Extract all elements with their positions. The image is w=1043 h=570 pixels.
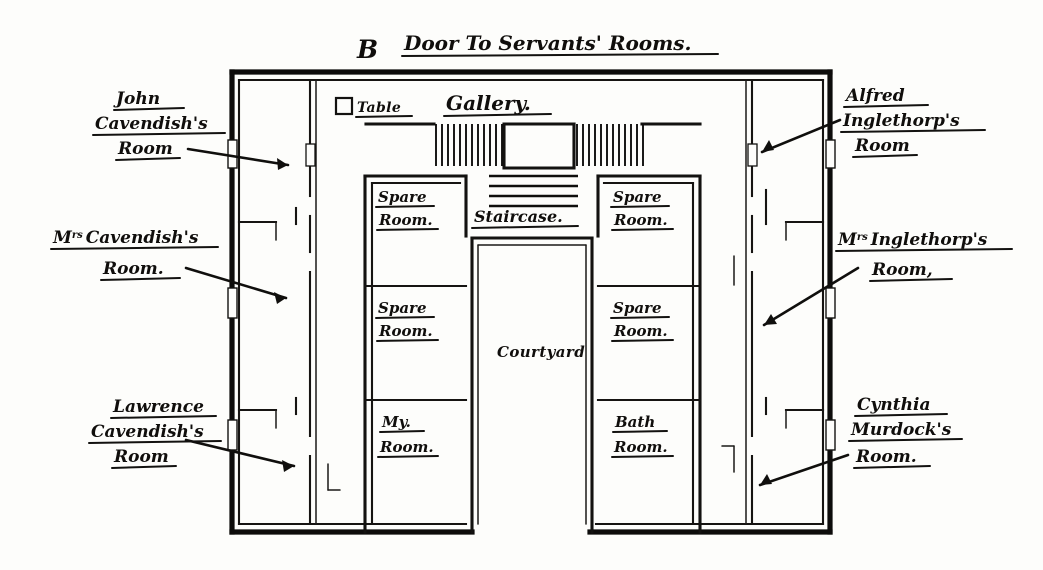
arrow-mrs-inglethorp: [762, 266, 860, 327]
courtyard-label: Courtyard: [497, 343, 585, 361]
room-label-line2: Room,: [871, 260, 933, 280]
mrs-prefix: M: [52, 228, 73, 248]
servants-door-label: Door To Servants' Rooms.: [401, 31, 719, 57]
room-label-alfred-inglethorp: Alfred Inglethorp's Room: [840, 86, 986, 158]
mrs-surname: Inglethorp's: [870, 230, 988, 250]
room-label-line2: Room.: [379, 438, 434, 456]
room-label-line2: Room.: [613, 211, 668, 229]
gallery-balustrade-right: [576, 124, 644, 166]
building-outer-walls: [229, 69, 833, 535]
inner-room-label-spare-room-left-2: Spare Room.: [375, 299, 439, 342]
inner-block-left: [363, 174, 468, 534]
mrs-superscript: rs: [72, 230, 83, 241]
room-label-line2: Room.: [613, 438, 668, 456]
room-label-line1: Spare: [613, 299, 662, 317]
servants-door-label-text: Door To Servants' Rooms.: [403, 31, 692, 55]
left-corridor-wall: [308, 78, 317, 526]
room-label-line3: Room: [113, 447, 169, 467]
mrs-surname: Cavendish's: [86, 228, 199, 248]
room-label-cynthia-murdock: Cynthia Murdock's Room.: [848, 395, 963, 469]
left-partition-walls: [237, 206, 341, 491]
staircase-label-group: Staircase.: [471, 207, 579, 229]
gallery-label: Gallery.: [446, 91, 531, 115]
arrow-cynthia-murdock: [758, 453, 850, 487]
arrow-mrs-cavendish: [184, 266, 288, 304]
room-label-line1: Spare: [378, 299, 427, 317]
courtyard-walls: [470, 236, 594, 534]
room-label-line1: Alfred: [844, 86, 905, 106]
room-label-line3: Room: [117, 139, 173, 159]
right-corridor-wall: [745, 78, 754, 526]
inner-room-label-my-room: My. Room.: [377, 413, 439, 458]
table-label: Table: [357, 100, 401, 116]
arrow-john-cavendish: [186, 147, 290, 170]
arrow-alfred-inglethorp: [760, 118, 842, 154]
room-label-line2: Room.: [378, 211, 433, 229]
right-partition-walls: [721, 188, 825, 473]
room-label-line3: Room.: [855, 447, 917, 467]
room-label-line3: Room: [854, 136, 910, 156]
marker-b-label: B: [356, 35, 378, 64]
inner-room-label-spare-room-right-2: Spare Room.: [610, 299, 674, 342]
room-label-line1: My.: [381, 413, 411, 431]
room-label-line1: John: [113, 89, 160, 109]
room-label-lawrence-cavendish: Lawrence Cavendish's Room: [88, 397, 222, 469]
mrs-prefix: M: [837, 230, 858, 250]
room-label-line2: Room.: [102, 259, 164, 279]
room-label-line1: Spare: [378, 188, 427, 206]
room-label-line2: Inglethorp's: [842, 111, 960, 131]
room-label-john-cavendish: John Cavendish's Room: [92, 89, 226, 161]
inner-room-label-bath-room: Bath Room.: [611, 413, 674, 458]
room-label-line2: Murdock's: [850, 420, 952, 440]
room-label-line1: Bath: [614, 413, 655, 431]
table-icon: [334, 96, 354, 116]
inner-room-label-spare-room-right-1: Spare Room.: [610, 188, 674, 231]
gallery-balustrade-left: [435, 124, 503, 166]
room-label-line2: Cavendish's: [95, 114, 208, 134]
staircase-treads: [489, 174, 578, 208]
room-label-line2: Cavendish's: [91, 422, 204, 442]
room-label-line2: Room.: [613, 322, 668, 340]
room-label-line1: Cynthia: [857, 395, 930, 415]
inner-block-right: [596, 174, 702, 534]
room-label-line2: Room.: [378, 322, 433, 340]
room-label-line1: Spare: [613, 188, 662, 206]
room-label-line1: Lawrence: [112, 397, 204, 417]
arrow-lawrence-cavendish: [184, 438, 296, 472]
gallery-area: Gallery. Table: [334, 91, 702, 126]
inner-room-label-spare-room-left-1: Spare Room.: [375, 188, 439, 231]
staircase-label: Staircase.: [474, 207, 563, 226]
mrs-superscript: rs: [857, 232, 868, 243]
door-openings: [227, 139, 836, 451]
